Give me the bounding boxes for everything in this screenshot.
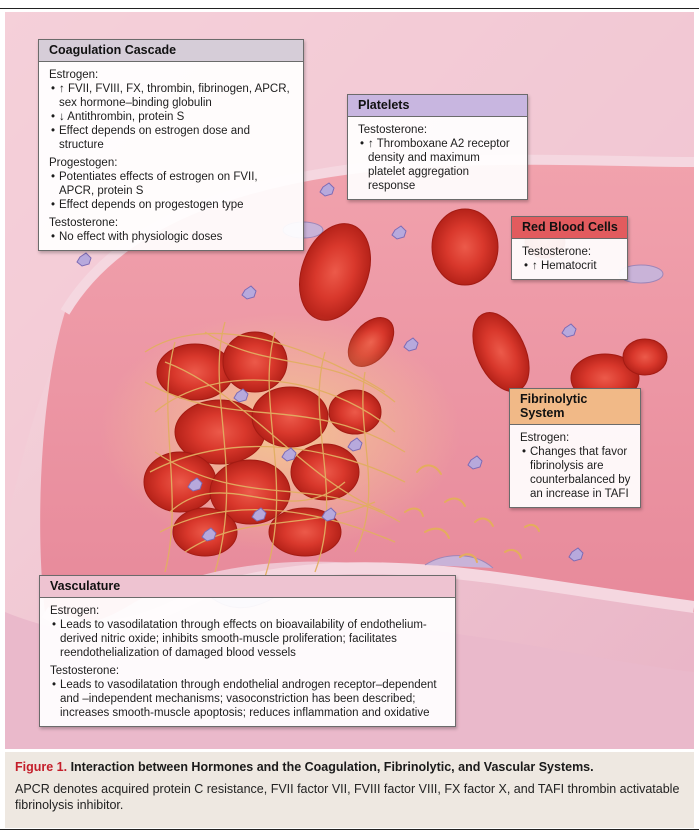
vasculature-box: Vasculature Estrogen: Leads to vasodilat… [39,575,456,727]
coagulation-testosterone-heading: Testosterone: [49,217,119,229]
platelet [187,477,203,492]
fibrin-mesh [144,321,406,578]
coagulation-cascade-box: Coagulation Cascade Estrogen: ↑ FVII, FV… [38,39,304,251]
platelet [281,447,297,462]
platelet [251,507,267,522]
coagulation-estrogen-heading: Estrogen: [49,69,99,81]
fibrinolytic-estrogen-heading: Estrogen: [520,432,570,444]
platelet [467,455,483,470]
coagulation-estrogen-item: ↓ Antithrombin, protein S [49,110,295,124]
platelet [403,337,419,352]
rbc-testosterone-heading: Testosterone: [522,246,592,258]
platelet [391,225,407,240]
platelet [319,182,335,197]
clot-red-cell [222,331,288,393]
caption-body: APCR denotes acquired protein C resistan… [15,782,680,812]
platelets-title: Platelets [348,95,527,117]
figure-caption: Figure 1. Interaction between Hormones a… [5,752,694,828]
top-rule [0,8,699,9]
platelet [201,527,217,542]
coagulation-estrogen-item: ↑ FVII, FVIII, FX, thrombin, fibrinogen,… [49,82,295,110]
platelet [233,388,249,403]
fibrinolytic-system-box: Fibrinolytic System Estrogen: Changes th… [509,388,641,508]
platelet [321,507,337,522]
platelets [76,182,584,562]
red-blood-cells-box: Red Blood Cells Testosterone: ↑ Hematocr… [511,216,628,280]
clot-red-cell [143,451,217,513]
figure-label: Figure 1. [15,760,68,774]
vasculature-testosterone-heading: Testosterone: [50,665,120,677]
coagulation-progestogen-item: Effect depends on progestogen type [49,198,295,212]
platelet [347,437,363,452]
platelet [76,252,92,267]
red-blood-cells-title: Red Blood Cells [512,217,627,239]
clot-red-cell [328,389,382,435]
vessel-illustration: Coagulation Cascade Estrogen: ↑ FVII, FV… [5,12,694,749]
bottom-rule [0,829,699,830]
fibrin-fragments [404,464,540,563]
clot-red-cell [251,386,329,448]
coagulation-progestogen-item: Potentiates effects of estrogen on FVII,… [49,170,295,198]
platelets-testosterone-heading: Testosterone: [358,124,428,136]
fibrinolytic-estrogen-item: Changes that favor fibrinolysis are coun… [520,445,632,501]
platelets-testosterone-item: ↑ Thromboxane A2 receptor density and ma… [358,137,519,193]
coagulation-progestogen-heading: Progestogen: [49,157,118,169]
rbc-testosterone-item: ↑ Hematocrit [522,259,619,273]
platelets-box: Platelets Testosterone: ↑ Thromboxane A2… [347,94,528,200]
coagulation-testosterone-item: No effect with physiologic doses [49,230,295,244]
vasculature-title: Vasculature [40,576,455,598]
fibrinolytic-system-title: Fibrinolytic System [510,389,640,425]
platelet [241,285,257,300]
vasculature-testosterone-item: Leads to vasodilatation through endothel… [50,678,447,720]
red-blood-cell [431,208,499,286]
coagulation-estrogen-item: Effect depends on estrogen dose and stru… [49,124,295,152]
vasculature-estrogen-item: Leads to vasodilatation through effects … [50,618,447,660]
platelet [568,547,584,562]
vasculature-estrogen-heading: Estrogen: [50,605,100,617]
caption-title-line: Figure 1. Interaction between Hormones a… [15,760,594,774]
figure-title: Interaction between Hormones and the Coa… [70,760,594,774]
coagulation-cascade-title: Coagulation Cascade [39,40,303,62]
platelet [561,323,577,338]
red-blood-cell [622,338,668,376]
